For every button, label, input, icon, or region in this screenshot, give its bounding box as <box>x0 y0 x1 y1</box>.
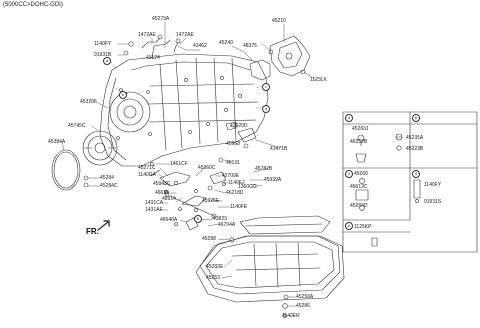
seal-ring <box>51 149 81 191</box>
oil-filter-screen <box>229 215 331 243</box>
part-label: 45320F <box>80 99 97 105</box>
callout-box-c: c <box>345 170 353 178</box>
part-label: 45284D <box>350 203 368 209</box>
part-label: 41471B <box>270 146 288 152</box>
part-label: 1140ER <box>282 313 300 319</box>
part-label: 91931B <box>94 52 112 58</box>
callout-box-b: b <box>412 114 420 122</box>
part-label: 46252B <box>350 139 368 145</box>
part-label: 45235A <box>406 135 424 141</box>
part-label: 45253 <box>206 275 220 281</box>
part-label: 45925E <box>202 198 220 204</box>
part-label: 45939A <box>264 177 282 183</box>
front-direction-label: FR. <box>86 227 99 236</box>
part-label: 45240 <box>219 40 233 46</box>
part-label: 45288 <box>202 236 216 242</box>
transmission-case <box>99 53 271 167</box>
part-label: 46704A <box>218 222 236 228</box>
part-label: 45943C <box>153 181 171 187</box>
part-label: 45963 <box>226 141 240 147</box>
part-label: 45282E <box>206 264 224 270</box>
part-label: 45286 <box>296 303 310 309</box>
part-label: 1461CF <box>170 161 188 167</box>
part-label: 1123LK <box>310 77 327 83</box>
part-label: 45284 <box>100 175 114 181</box>
part-label: 45260 <box>354 171 368 177</box>
part-label: 1431CA <box>145 200 164 206</box>
detail-boxes <box>342 111 478 253</box>
callout-a: a <box>103 57 111 65</box>
part-label: 1140FY <box>94 41 112 47</box>
part-label: 46131 <box>226 160 240 166</box>
part-label: 1360GG <box>238 184 257 190</box>
part-label: 1140GA <box>138 172 156 178</box>
part-label: 1472AE <box>176 32 194 38</box>
callout-e: e <box>194 215 202 223</box>
part-label: 91931S <box>424 199 442 205</box>
part-label: 1472AE <box>138 32 156 38</box>
part-label: 45284C <box>100 183 118 189</box>
part-label: 1140FE <box>230 204 248 210</box>
part-label: 45271C <box>138 165 156 171</box>
part-label: 46218D <box>226 190 244 196</box>
part-label: 45782B <box>255 166 273 172</box>
part-label: 43124 <box>146 55 160 61</box>
rear-mount-bracket <box>268 35 311 77</box>
engine-spec-header: (5000CC>DOHC-GDI) <box>3 2 63 8</box>
part-label: 45323B <box>406 146 424 152</box>
callout-b: b <box>119 91 127 99</box>
side-fittings <box>194 121 257 193</box>
part-label: 1125KP <box>354 224 372 230</box>
part-label: 45273A <box>152 16 170 22</box>
part-label: 48914 <box>162 196 176 202</box>
callout-box-e: e <box>345 222 353 230</box>
shift-rod <box>164 191 217 219</box>
part-label: 45250A <box>296 294 314 300</box>
part-label: 45260J <box>352 126 369 132</box>
small-seal-parts <box>83 175 89 188</box>
part-label: 48375 <box>243 43 257 49</box>
callout-d: d <box>262 105 270 113</box>
leader-lines <box>61 21 317 317</box>
part-label: 46639 <box>155 190 169 196</box>
valve-body-parts <box>149 162 207 231</box>
part-label: 1431AF <box>145 207 163 213</box>
callout-box-a: a <box>345 114 353 122</box>
part-label: 43823 <box>213 216 227 222</box>
callout-c: c <box>262 83 270 91</box>
part-label: 46640A <box>160 217 178 223</box>
front-direction-arrow <box>97 220 110 231</box>
part-label: 1140EJ <box>228 180 245 186</box>
part-label: 42700E <box>222 173 240 179</box>
part-label: 45960C <box>198 165 216 171</box>
part-label: 1140FY <box>424 182 442 188</box>
part-label: 45612C <box>350 184 368 190</box>
callout-box-d: d <box>412 170 420 178</box>
part-label: 45745C <box>68 123 86 129</box>
part-label: 43920D <box>230 123 248 129</box>
part-label: 45210 <box>272 18 286 24</box>
torque-converter <box>82 130 118 166</box>
part-label: 45384A <box>48 139 66 145</box>
part-label: 43462 <box>193 43 207 49</box>
